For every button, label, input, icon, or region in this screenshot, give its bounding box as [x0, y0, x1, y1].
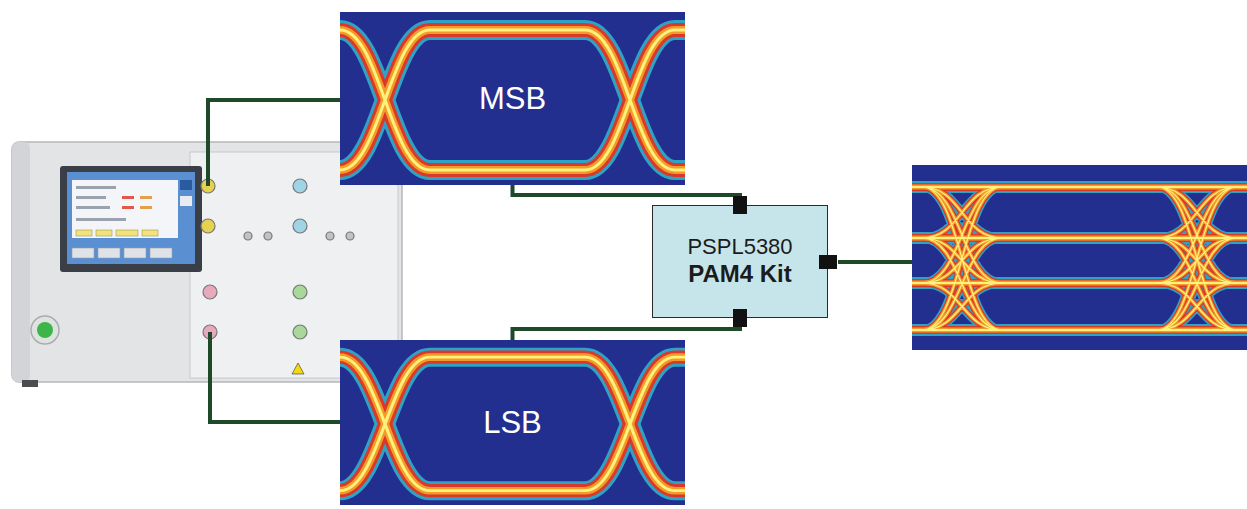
- soft-key: [72, 248, 94, 258]
- soft-key: [98, 248, 120, 258]
- eye-trace: [340, 357, 685, 491]
- cable: [513, 185, 741, 205]
- eye-trace: [1157, 187, 1237, 330]
- coax-port: [293, 325, 307, 339]
- eye-trace: [340, 30, 685, 170]
- eye-trace: [340, 30, 685, 170]
- screen-key: [142, 230, 158, 236]
- eye-trace: [1157, 187, 1237, 330]
- cable: [513, 318, 741, 340]
- screen-button: [180, 180, 192, 190]
- eye-trace: [912, 187, 1247, 330]
- eye-diagram: LSB: [340, 340, 685, 505]
- soft-key: [150, 248, 172, 258]
- eye-trace: [1157, 187, 1237, 330]
- screen-button: [180, 196, 192, 206]
- signal-label: MSB: [479, 81, 546, 117]
- screen-key: [116, 230, 138, 236]
- small-port: [264, 232, 272, 240]
- eye-trace: [912, 187, 1247, 330]
- eye-ground: [340, 340, 685, 505]
- instrument-edge: [12, 142, 30, 382]
- eye-trace: [340, 357, 685, 491]
- screen-row: [122, 206, 134, 209]
- small-port: [346, 232, 354, 240]
- output-connectors: [201, 179, 354, 339]
- msb-eye-diagram: [340, 12, 685, 185]
- part-number: PSPL5380: [687, 234, 792, 260]
- eye-trace: [340, 357, 685, 491]
- coax-port: [293, 179, 307, 193]
- box-title: PAM4 Kit: [688, 260, 792, 289]
- screen-key: [76, 230, 92, 236]
- screen-keys: [76, 230, 158, 236]
- soft-key: [124, 248, 146, 258]
- power-led: [37, 322, 53, 338]
- eye-ground: [912, 165, 1247, 350]
- screen-panel: [72, 180, 178, 238]
- cable: [210, 332, 340, 422]
- signal-label: LSB: [483, 405, 542, 441]
- screen-row: [76, 218, 126, 221]
- power-button: [31, 316, 59, 344]
- cable: [838, 260, 912, 264]
- small-port: [326, 232, 334, 240]
- screen-key: [96, 230, 112, 236]
- eye-trace: [340, 30, 685, 170]
- eye-trace-yellow: [912, 187, 1247, 330]
- screen-rows: [76, 186, 152, 221]
- coax-port: [293, 219, 307, 233]
- screen-row: [76, 196, 106, 199]
- screen-row: [140, 206, 152, 209]
- soft-keys: [72, 248, 172, 258]
- cable: [208, 100, 340, 186]
- small-port: [244, 232, 252, 240]
- eye-trace: [340, 30, 685, 170]
- touch-screen: [67, 172, 195, 264]
- eye-trace: [922, 187, 1002, 330]
- pam4-eye-diagram: [912, 165, 1247, 350]
- coax-port: [201, 219, 215, 233]
- eye-trace-red: [912, 187, 1247, 330]
- screen-row: [122, 196, 134, 199]
- coax-connector: [819, 255, 837, 269]
- coax-connector: [733, 196, 747, 214]
- eye-trace: [340, 357, 685, 491]
- eye-trace: [1157, 187, 1237, 330]
- coax-connector: [733, 309, 747, 327]
- screen-row: [140, 196, 152, 199]
- eye-trace-orange: [912, 187, 1247, 330]
- coax-port: [203, 285, 217, 299]
- pam4-combiner-box: PSPL5380PAM4 Kit: [652, 205, 828, 318]
- screen-row: [76, 206, 110, 209]
- warning-symbol: [292, 363, 304, 374]
- eye-trace: [922, 187, 1002, 330]
- eye-trace: [912, 187, 1247, 330]
- eye-ground: [340, 12, 685, 185]
- screen-bezel: [60, 166, 202, 272]
- eye-trace: [912, 187, 1247, 330]
- lsb-eye-diagram: [340, 340, 685, 505]
- eye-diagram: MSB: [340, 12, 685, 185]
- screen-row: [76, 186, 116, 189]
- coax-port: [293, 285, 307, 299]
- eye-trace: [922, 187, 1002, 330]
- eye-trace-halo: [912, 187, 1247, 330]
- eye-trace: [922, 187, 1002, 330]
- instrument-foot: [22, 380, 38, 387]
